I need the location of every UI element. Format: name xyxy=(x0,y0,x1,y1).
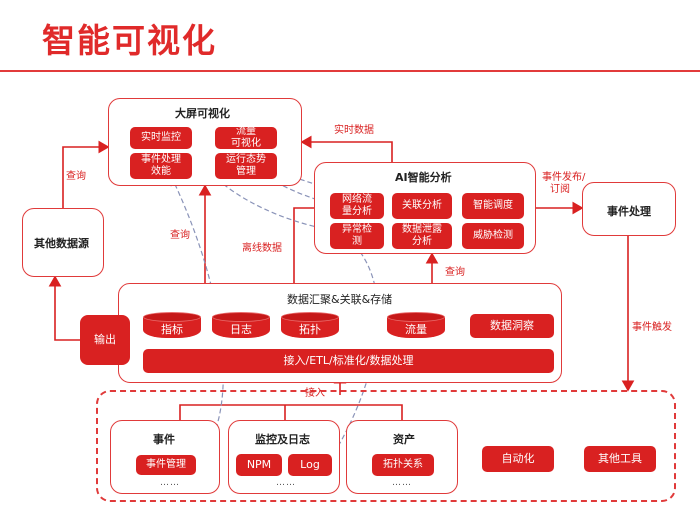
event-management-button[interactable]: 事件管理 xyxy=(136,455,196,475)
edge-other-to-bigscreen xyxy=(62,140,110,208)
edge-output-to-other xyxy=(48,275,80,341)
output-button[interactable]: 输出 xyxy=(80,315,130,365)
query-mid-label: 查询 xyxy=(170,230,190,241)
edge-ai-to-bigscreen xyxy=(300,135,393,162)
correlation-analysis-button[interactable]: 关联分析 xyxy=(392,193,452,219)
ai-analysis-label: AI智能分析 xyxy=(395,171,452,184)
data-sources-frame xyxy=(96,390,676,502)
events-ellipsis: …… xyxy=(160,478,180,488)
ingest-label: 接入 xyxy=(305,388,325,399)
event-efficiency-button[interactable]: 事件处理效能 xyxy=(130,153,192,179)
npm-button[interactable]: NPM xyxy=(236,454,282,476)
page-title: 智能可视化 xyxy=(42,21,217,60)
topology-relation-button[interactable]: 拓扑关系 xyxy=(372,454,434,476)
edge-ingest-bus xyxy=(179,404,403,420)
aggregation-label: 数据汇聚&关联&存储 xyxy=(287,293,393,306)
title-divider xyxy=(0,70,700,72)
event-handling-panel: 事件处理 xyxy=(582,182,676,236)
events-source-label: 事件 xyxy=(153,433,175,446)
events-source-panel: 事件 xyxy=(110,420,220,494)
realtime-data-label: 实时数据 xyxy=(334,125,374,136)
automation-button[interactable]: 自动化 xyxy=(482,446,554,472)
anomaly-detection-button[interactable]: 异常检测 xyxy=(330,223,384,249)
realtime-monitor-button[interactable]: 实时监控 xyxy=(130,127,192,149)
assets-ellipsis: …… xyxy=(392,478,412,488)
event-trigger-label: 事件触发 xyxy=(632,322,672,333)
ops-posture-button[interactable]: 运行态势管理 xyxy=(215,153,277,179)
event-handling-label: 事件处理 xyxy=(607,205,651,218)
smart-dispatch-button[interactable]: 智能调度 xyxy=(462,193,524,219)
store-metrics: 指标 xyxy=(143,312,201,338)
query-left-label: 查询 xyxy=(66,171,86,182)
log-button[interactable]: Log xyxy=(288,454,332,476)
data-leak-analysis-button[interactable]: 数据泄露分析 xyxy=(392,223,452,249)
store-logs: 日志 xyxy=(212,312,270,338)
monitoring-source-label: 监控及日志 xyxy=(255,433,310,446)
data-insight-button[interactable]: 数据洞察 xyxy=(470,314,554,338)
network-traffic-analysis-button[interactable]: 网络流量分析 xyxy=(330,193,384,219)
offline-data-label: 离线数据 xyxy=(242,243,282,254)
query-right-label: 查询 xyxy=(445,267,465,278)
assets-source-label: 资产 xyxy=(393,433,415,446)
big-screen-label: 大屏可视化 xyxy=(175,107,230,120)
traffic-visualization-button[interactable]: 流量可视化 xyxy=(215,126,277,149)
event-publish-label: 事件发布/ 订阅 xyxy=(542,172,586,195)
edge-offline-data xyxy=(293,207,314,283)
ingest-pipeline-bar: 接入/ETL/标准化/数据处理 xyxy=(143,349,554,373)
other-sources-panel: 其他数据源 xyxy=(22,208,104,277)
store-traffic: 流量 xyxy=(387,312,445,338)
store-topology: 拓扑 xyxy=(281,312,339,338)
threat-detection-button[interactable]: 威胁检测 xyxy=(462,223,524,249)
other-tools-button[interactable]: 其他工具 xyxy=(584,446,656,472)
other-sources-label: 其他数据源 xyxy=(34,237,89,250)
monitoring-ellipsis: …… xyxy=(276,478,296,488)
